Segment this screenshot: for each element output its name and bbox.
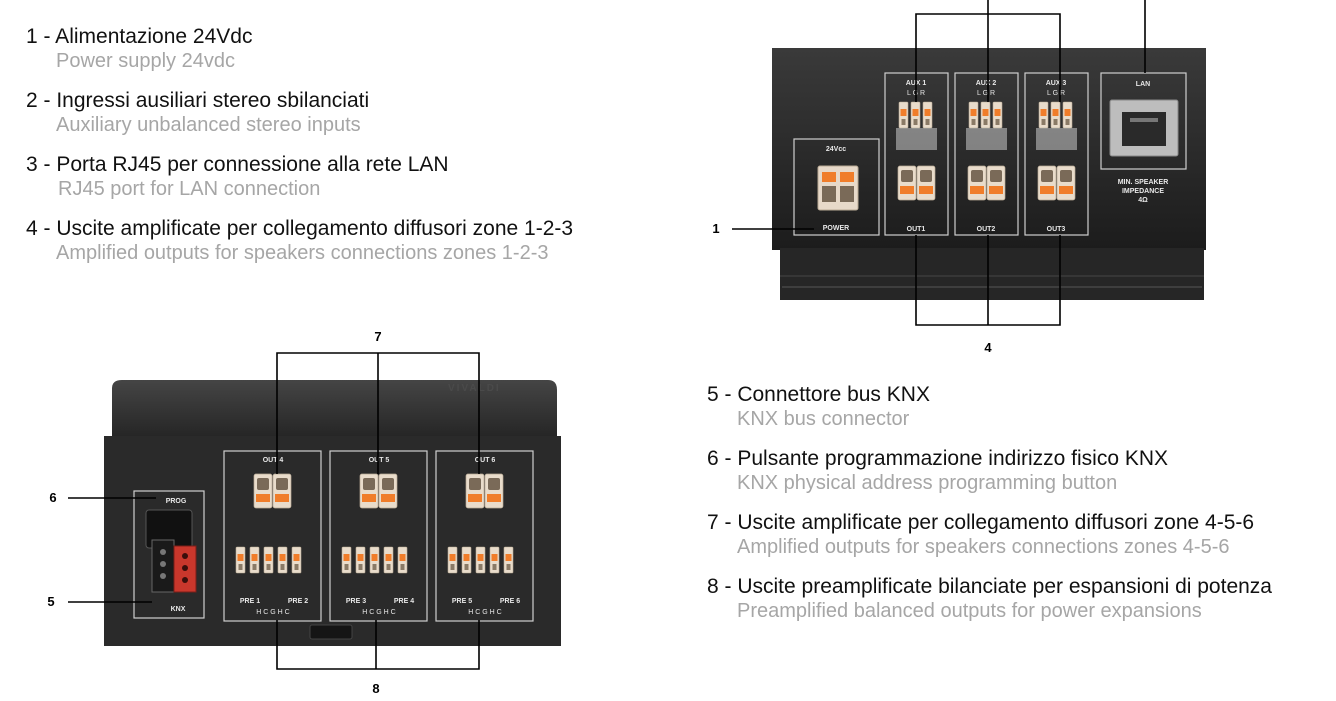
hcg-label: H C G H C [468, 609, 501, 616]
legend-zones-1-3: 1 - Alimentazione 24Vdc Power supply 24v… [26, 24, 573, 280]
legend-item-it: 1 - Alimentazione 24Vdc [26, 25, 253, 48]
callout-2-bracket [915, 0, 1061, 102]
aux-out-3: AUX 3 L G R OUT3 [1024, 72, 1089, 236]
impedance-line-1: MIN. SPEAKER [1118, 179, 1169, 186]
lan-port: LAN MIN. SPEAKER IMPEDANCE 4Ω [1100, 72, 1187, 204]
device-top-base [780, 248, 1204, 300]
callout-1: 1 [712, 221, 719, 236]
callout-8: 8 [372, 681, 379, 696]
out-label: OUT1 [907, 226, 926, 233]
legend-item-en: RJ45 port for LAN connection [58, 178, 321, 200]
knx-connector: PROG KNX [133, 490, 205, 619]
hcg-label: H C G H C [256, 609, 289, 616]
legend-item-8: 8 - Uscite preamplificate bilanciate per… [707, 574, 1272, 624]
din-clip [309, 624, 353, 640]
legend-item-en: Auxiliary unbalanced stereo inputs [56, 114, 361, 136]
power-title: 24Vcc [826, 146, 846, 153]
pre-label: PRE 6 [500, 598, 520, 605]
out-pre-4: OUT 4 PRE 1 PRE 2 H C G H C [223, 450, 322, 622]
impedance-line-3: 4Ω [1138, 197, 1148, 204]
legend-item-1: 1 - Alimentazione 24Vdc Power supply 24v… [26, 24, 573, 74]
callout-5: 5 [47, 594, 54, 609]
out-label: OUT 4 [263, 457, 284, 464]
legend-item-7: 7 - Uscite amplificate per collegamento … [707, 510, 1272, 560]
out-label: OUT2 [977, 226, 996, 233]
legend-item-en: KNX bus connector [737, 408, 910, 430]
pre-label: PRE 1 [240, 598, 260, 605]
legend-item-it: 7 - Uscite amplificate per collegamento … [707, 511, 1255, 534]
device-top: 24Vcc POWER AUX 1 L G R OUT1 AUX 2 L G R [712, 0, 1206, 355]
callout-4: 4 [984, 340, 992, 355]
legend-item-it: 4 - Uscite amplificate per collegamento … [26, 217, 574, 240]
pre-label: PRE 5 [452, 598, 472, 605]
aux-out-2: AUX 2 L G R OUT2 [954, 72, 1019, 236]
legend-item-it: 8 - Uscite preamplificate bilanciate per… [707, 575, 1272, 598]
impedance-line-2: IMPEDANCE [1122, 188, 1164, 195]
legend-item-it: 3 - Porta RJ45 per connessione alla rete… [26, 153, 449, 176]
knx-label: KNX [171, 606, 186, 613]
device-bottom: VIVALDI PROG KNX OUT 4 PRE 1 PRE 2 H C G… [47, 329, 561, 696]
pre-label: PRE 4 [394, 598, 414, 605]
pre-label: PRE 3 [346, 598, 366, 605]
out-label: OUT 5 [369, 457, 390, 464]
callout-8-bracket [276, 620, 480, 670]
legend-item-2: 2 - Ingressi ausiliari stereo sbilanciat… [26, 88, 573, 138]
lan-label: LAN [1136, 81, 1150, 88]
legend-item-it: 6 - Pulsante programmazione indirizzo fi… [707, 447, 1169, 470]
hcg-label: H C G H C [362, 609, 395, 616]
out-pre-6: OUT 6 PRE 5 PRE 6 H C G H C [435, 450, 534, 622]
prog-label: PROG [166, 498, 187, 505]
aux-label: AUX 2 [976, 80, 997, 87]
legend-item-5: 5 - Connettore bus KNX KNX bus connector [707, 382, 1272, 432]
legend-item-en: Amplified outputs for speakers connectio… [56, 242, 549, 264]
power-label: POWER [823, 225, 849, 232]
device-bottom-top [112, 380, 557, 436]
callout-6: 6 [49, 490, 56, 505]
legend-item-en: Preamplified balanced outputs for power … [737, 600, 1202, 622]
pre-label: PRE 2 [288, 598, 308, 605]
legend-item-en: KNX physical address programming button [737, 472, 1118, 494]
out-label: OUT3 [1047, 226, 1066, 233]
legend-item-en: Power supply 24vdc [56, 50, 235, 72]
legend-zones-4-6: 5 - Connettore bus KNX KNX bus connector… [707, 382, 1272, 638]
brand-label: VIVALDI [448, 383, 501, 394]
legend-item-4: 4 - Uscite amplificate per collegamento … [26, 216, 573, 266]
callout-7: 7 [374, 329, 381, 344]
legend-item-3: 3 - Porta RJ45 per connessione alla rete… [26, 152, 573, 202]
legend-item-6: 6 - Pulsante programmazione indirizzo fi… [707, 446, 1272, 496]
callout-4-bracket [915, 235, 1061, 326]
callout-7-bracket [276, 352, 480, 474]
lgr-label: L G R [977, 90, 995, 97]
power-connector: 24Vcc POWER [793, 138, 880, 236]
lgr-label: L G R [1047, 90, 1065, 97]
aux-label: AUX 3 [1046, 80, 1067, 87]
out-label: OUT 6 [475, 457, 496, 464]
legend-item-en: Amplified outputs for speakers connectio… [737, 536, 1230, 558]
legend-item-it: 5 - Connettore bus KNX [707, 383, 930, 406]
legend-item-it: 2 - Ingressi ausiliari stereo sbilanciat… [26, 89, 370, 112]
